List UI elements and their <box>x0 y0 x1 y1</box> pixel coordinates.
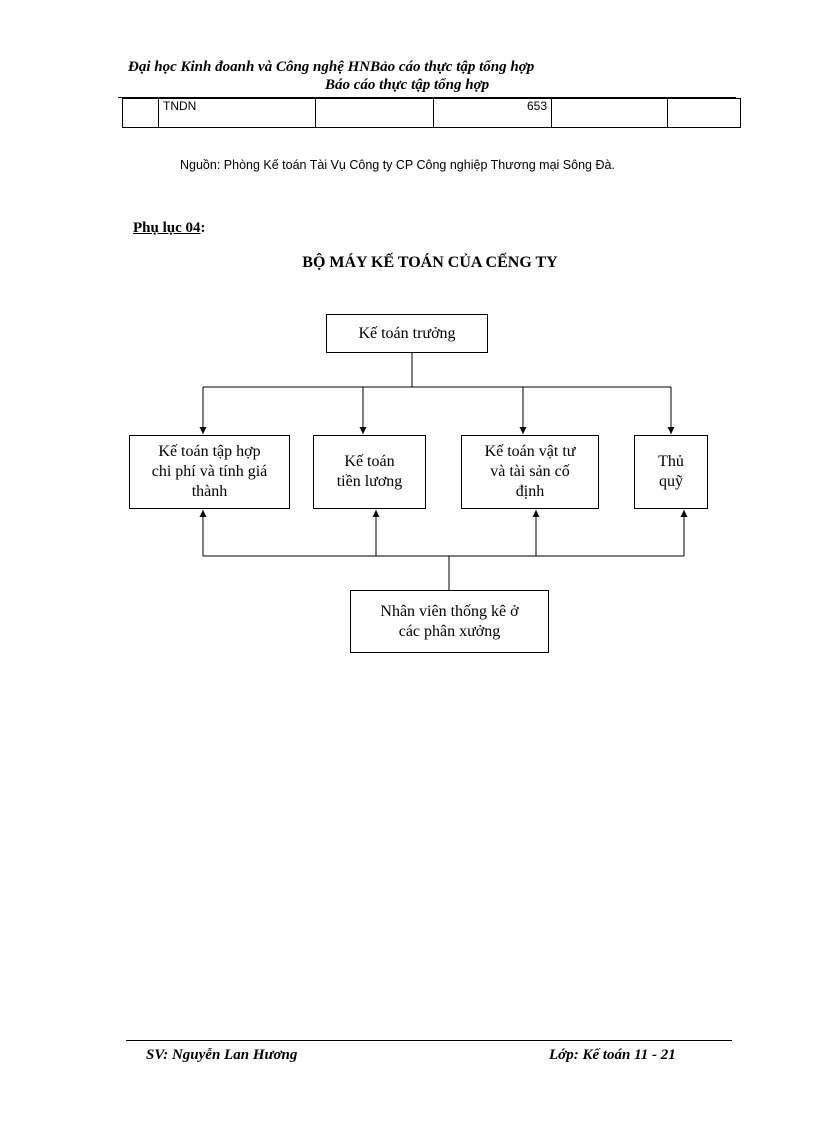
header-line-1: Đại học Kinh đoanh và Công nghệ HNBảo cá… <box>128 59 535 75</box>
table-cell <box>315 98 434 128</box>
box-cost-accounting: Kế toán tập hợp chi phí và tính giá thàn… <box>129 435 290 509</box>
box-chief-accountant: Kế toán trưởng <box>326 314 488 353</box>
footer-student: SV: Nguyễn Lan Hương <box>146 1047 298 1063</box>
table-cell <box>667 98 741 128</box>
table-cell <box>122 98 159 128</box>
source-note: Nguồn: Phòng Kế toán Tài Vụ Công ty CP C… <box>180 158 615 172</box>
header-line-2: Báo cáo thực tập tổng hợp <box>325 77 490 93</box>
box-workshop-statistics-staff: Nhân viên thống kê ở các phân xưởng <box>350 590 549 653</box>
table-cell <box>551 98 668 128</box>
appendix-heading: Phụ lục 04: <box>133 220 206 237</box>
appendix-label: Phụ lục 04 <box>133 220 201 236</box>
box-salary-accounting: Kế toán tiền lương <box>313 435 426 509</box>
footer-class: Lớp: Kế toán 11 - 21 <box>549 1047 676 1063</box>
chart-title: BỘ MÁY KẾ TOÁN CỦA CẾNG TY <box>302 254 558 271</box>
footer-divider <box>126 1040 732 1041</box>
header-divider <box>118 97 736 98</box>
table-cell: 653 <box>433 98 552 128</box>
box-cashier: Thủ quỹ <box>634 435 708 509</box>
table-cell: TNDN <box>158 98 316 128</box>
appendix-colon: : <box>200 220 206 236</box>
box-materials-assets-accounting: Kế toán vật tư và tài sản cố định <box>461 435 599 509</box>
table-row: TNDN 653 <box>122 98 741 128</box>
table-fragment: TNDN 653 <box>122 98 741 128</box>
